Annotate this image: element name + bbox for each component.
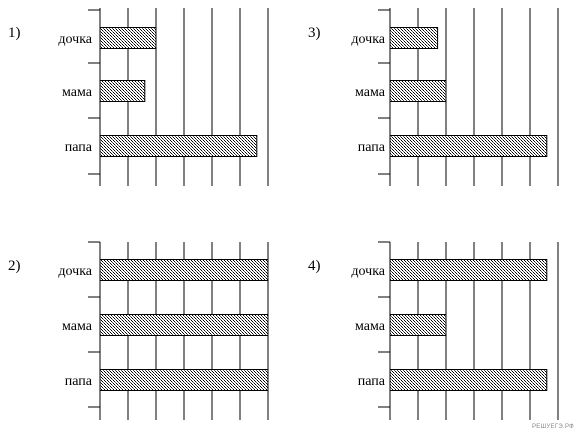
- category-label: дочка: [58, 32, 92, 47]
- chart-panel: 2) дочка мама папа: [8, 241, 269, 420]
- bar: [389, 259, 548, 281]
- category-label: папа: [65, 374, 93, 389]
- category-label: дочка: [58, 264, 92, 279]
- bar: [389, 314, 447, 336]
- chart-panel: 3) дочка мама папа: [308, 8, 559, 186]
- panel-number: 1): [8, 25, 21, 41]
- bar: [99, 80, 146, 102]
- bar: [99, 259, 269, 281]
- bar: [389, 27, 439, 49]
- panel-number: 2): [8, 258, 21, 274]
- bar: [99, 135, 258, 157]
- category-label: мама: [355, 319, 386, 334]
- watermark: РЕШУЕГЭ.РФ: [532, 424, 574, 430]
- category-label: мама: [355, 85, 386, 100]
- bar: [99, 314, 269, 336]
- category-label: мама: [62, 85, 93, 100]
- panel-number: 3): [308, 25, 321, 41]
- category-label: папа: [358, 374, 386, 389]
- category-label: дочка: [351, 32, 385, 47]
- bar: [389, 80, 447, 102]
- category-label: дочка: [351, 264, 385, 279]
- panel-number: 4): [308, 258, 321, 274]
- category-label: папа: [65, 140, 93, 155]
- chart-panel: 4) дочка мама папа: [308, 241, 559, 420]
- bar: [389, 369, 548, 391]
- bar: [99, 27, 157, 49]
- bar: [99, 369, 269, 391]
- chart-panel: 1) дочка мама папа: [8, 8, 269, 186]
- category-label: мама: [62, 319, 93, 334]
- bar: [389, 135, 548, 157]
- category-label: папа: [358, 140, 386, 155]
